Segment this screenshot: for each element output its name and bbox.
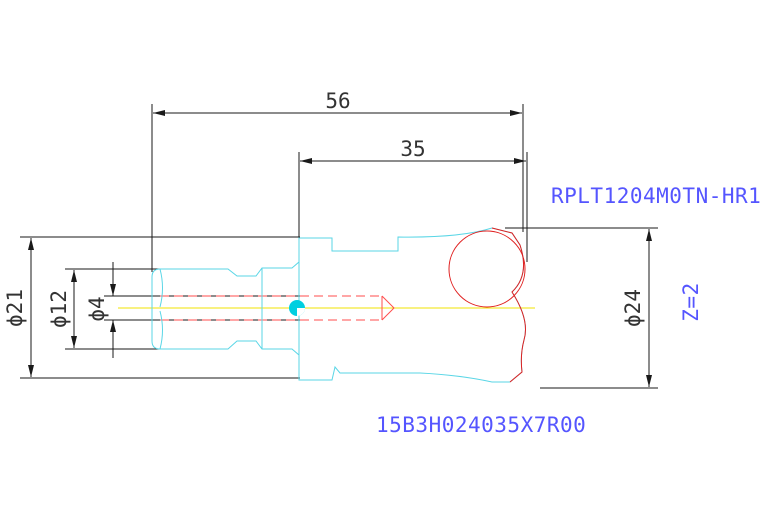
dimension-cutting-diameter [505,227,658,389]
teeth-count-label: Z=2 [679,282,703,321]
dimension-overall-length [151,104,524,272]
hidden-bore [160,295,382,321]
axis-origin-quadrant [297,308,305,316]
shank-diameter-value: ϕ21 [3,289,27,327]
insert-profile [491,227,526,383]
neck-diameter-value: ϕ12 [47,290,71,328]
cutting-diameter-value: ϕ24 [621,289,645,327]
dimension-bore-diameter [104,262,300,358]
head-length-value: 35 [400,137,425,161]
dimension-shank-diameter [20,236,300,379]
shank-left-groove [159,268,163,350]
overall-length-value: 56 [325,89,350,113]
hidden-bore-tip [381,295,395,321]
dimension-head-length [298,152,528,262]
shank-outline [151,260,300,357]
part-code-label: RPLT1204M0TN-HR1 [551,184,761,208]
insert-circle [448,230,526,308]
item-code-label: 15B3H024035X7R00 [376,413,586,437]
axis-origin-marker [289,300,305,316]
insert [448,227,526,383]
bore-diameter-value: ϕ4 [85,296,109,321]
head-outline [298,227,526,383]
part-outline [151,227,526,383]
